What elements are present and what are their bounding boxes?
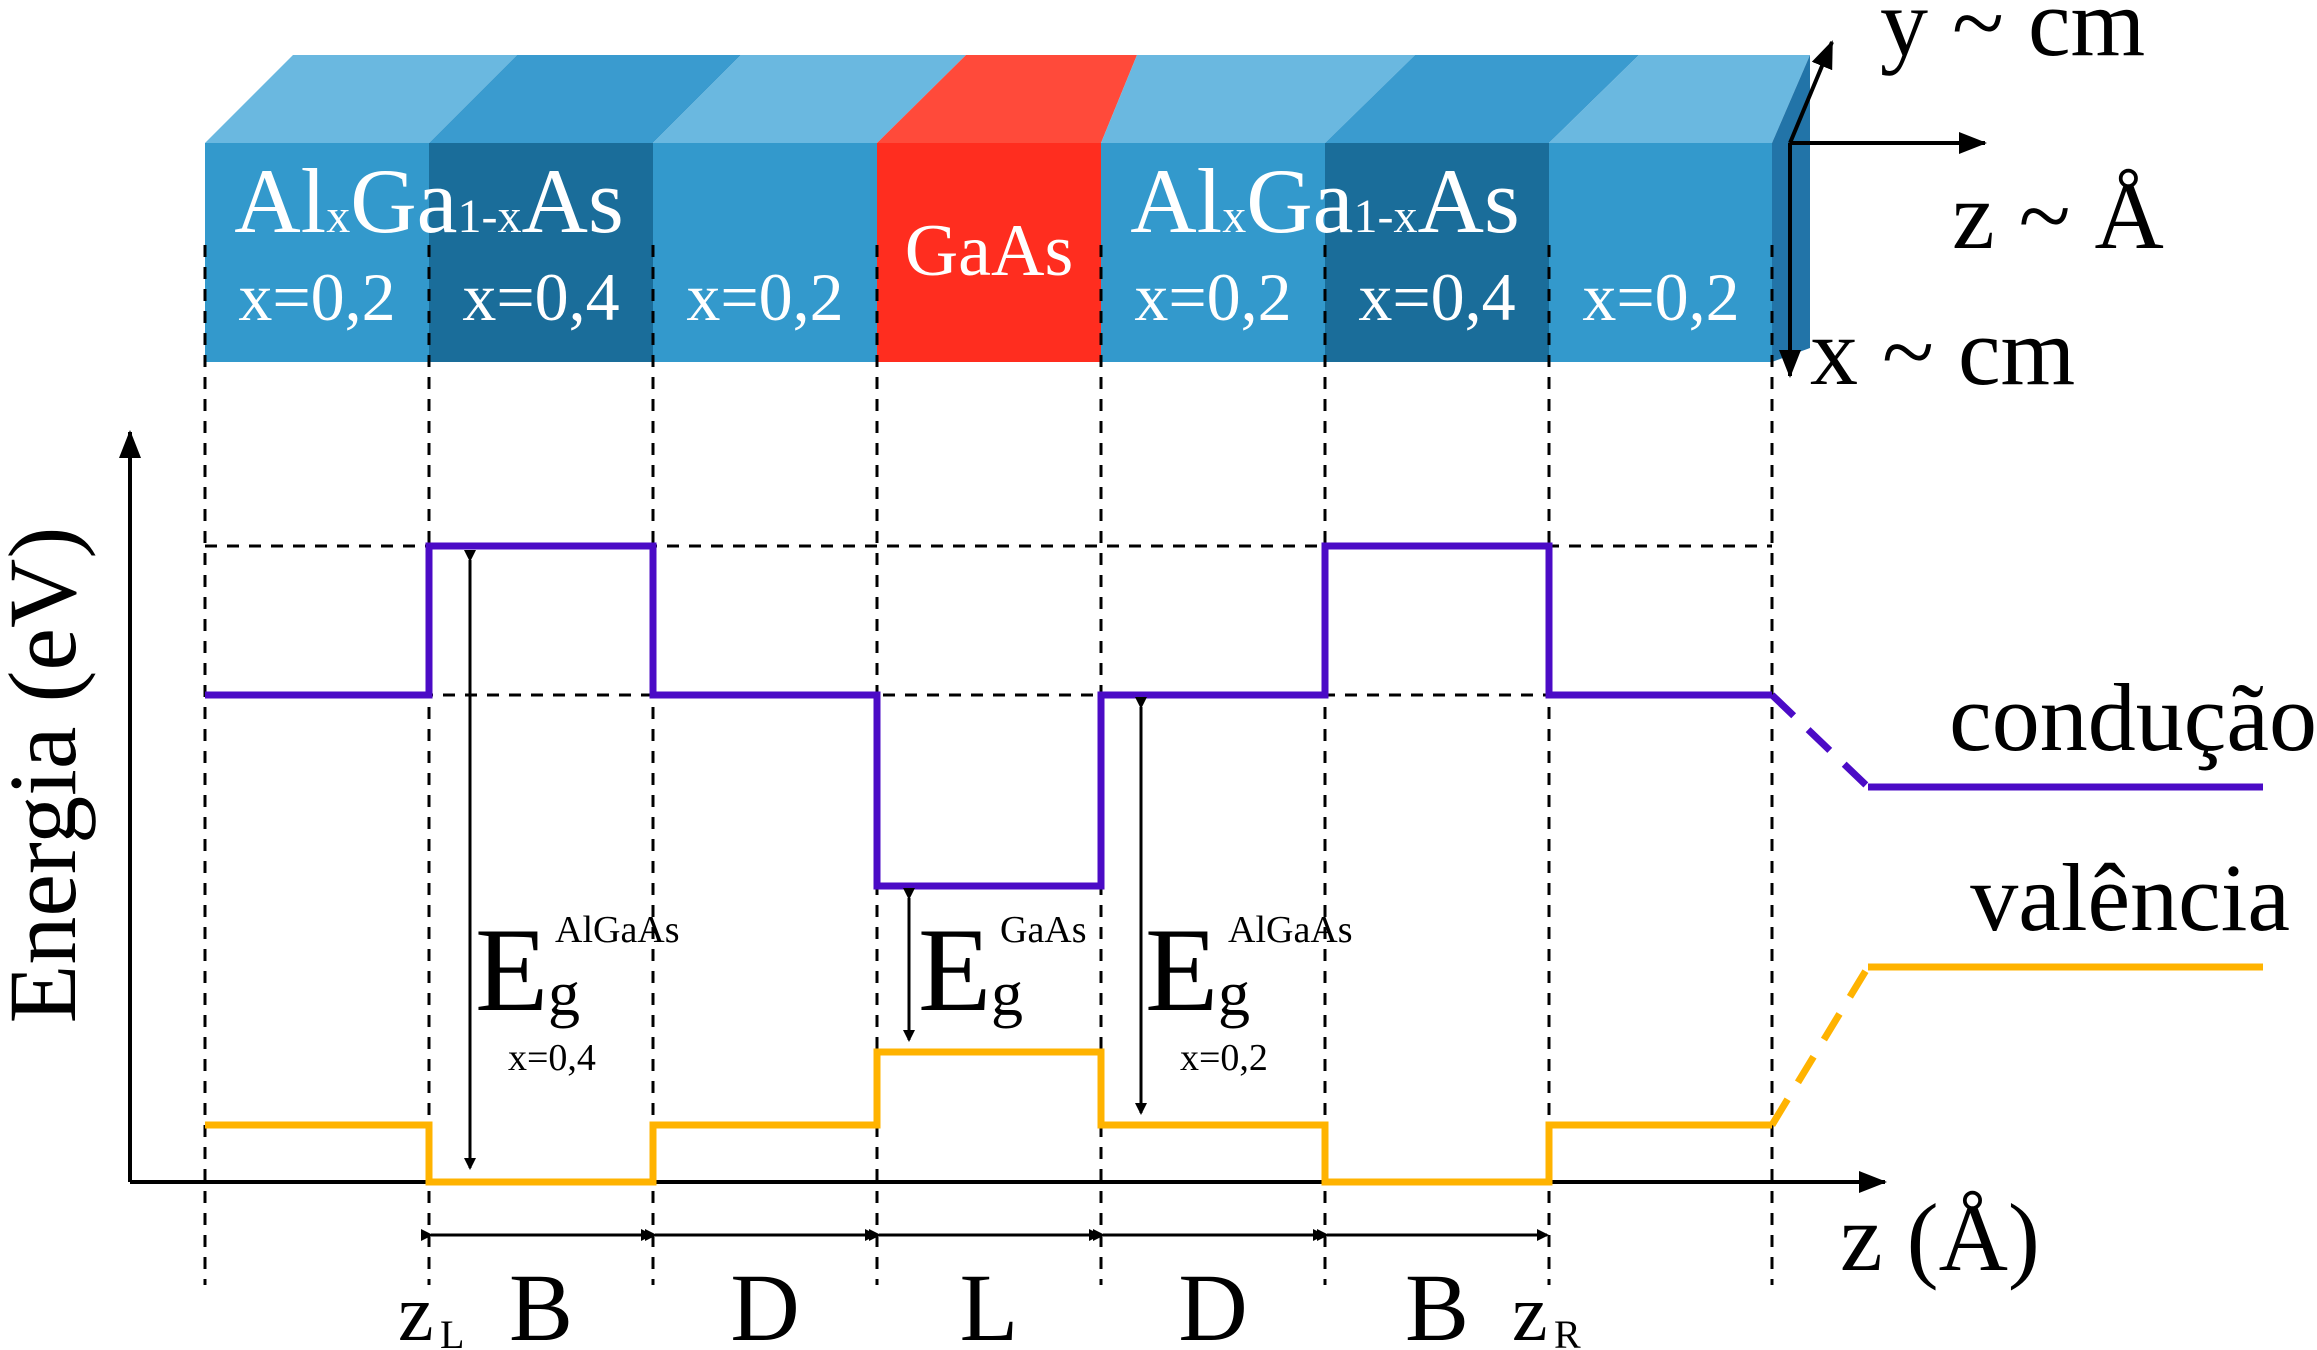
zR-label: z R	[1512, 1270, 1581, 1350]
comp-label-5: x=0,2	[1134, 259, 1291, 335]
zR-z: z	[1512, 1270, 1548, 1350]
slab-top-2	[429, 55, 741, 143]
region-label-L: L	[960, 1254, 1019, 1350]
interface-lines	[203, 245, 1774, 1285]
z-axis-plot-label: z (Å)	[1840, 1184, 2040, 1291]
slab-top-gaas	[877, 55, 1137, 143]
slab-top-7	[1549, 55, 1810, 143]
layer-6	[1325, 143, 1549, 362]
alloy-label-right: AlxGa1-xAs	[1130, 150, 1520, 252]
comp-label-3: x=0,2	[686, 259, 843, 335]
energy-plot-axes: Energia (eV) z (Å)	[0, 430, 2040, 1291]
gap-sub: x=0,2	[1180, 1037, 1268, 1079]
y-axis-label: y ~ cm	[1880, 0, 2145, 76]
layer-3	[653, 143, 877, 362]
gap-sup: AlGaAs	[555, 909, 680, 951]
layer-gaas	[877, 143, 1101, 362]
gap-g: g	[991, 958, 1023, 1029]
comp-label-2: x=0,4	[462, 259, 619, 335]
layer-1	[205, 143, 429, 362]
slab-top-1	[205, 55, 517, 143]
slab-top-5	[1101, 55, 1415, 143]
gap-sup: GaAs	[1000, 909, 1087, 951]
band-profiles: condução valência	[205, 542, 2317, 1186]
zL-sub: L	[440, 1312, 464, 1350]
gaas-label: GaAs	[905, 210, 1074, 292]
zL-label: z L	[398, 1270, 464, 1350]
region-label-B-left: B	[509, 1254, 573, 1350]
coordinate-axes: y ~ cm z ~ Å x ~ cm	[1779, 0, 2164, 405]
region-label-D-left: D	[730, 1254, 799, 1350]
gap-arrows	[464, 550, 1147, 1170]
alloy-label-left: AlxGa1-xAs	[234, 150, 624, 252]
gap-label-algaas-x02: E g AlGaAs x=0,2	[1145, 903, 1353, 1079]
x-axis-label: x ~ cm	[1810, 298, 2075, 405]
layer-5	[1101, 143, 1325, 362]
gap-E: E	[475, 903, 548, 1036]
semiconductor-slab: AlxGa1-xAs AlxGa1-xAs GaAs x=0,2 x=0,4 x…	[205, 55, 1810, 362]
comp-label-6: x=0,4	[1358, 259, 1515, 335]
region-label-B-right: B	[1405, 1254, 1469, 1350]
gap-g: g	[548, 958, 580, 1029]
energy-axis-label: Energia (eV)	[0, 527, 96, 1024]
slab-top-6	[1325, 55, 1639, 143]
layer-7	[1549, 143, 1772, 362]
gap-label-gaas: E g GaAs	[918, 903, 1087, 1036]
zR-sub: R	[1554, 1312, 1581, 1350]
conduction-label: condução	[1949, 664, 2317, 771]
gap-E: E	[1145, 903, 1218, 1036]
gap-E: E	[918, 903, 991, 1036]
region-label-D-right: D	[1178, 1254, 1247, 1350]
zL-z: z	[398, 1270, 434, 1350]
gap-g: g	[1218, 958, 1250, 1029]
z-axis-label: z ~ Å	[1952, 162, 2164, 269]
comp-label-1: x=0,2	[238, 259, 395, 335]
y-axis-arrow	[1788, 40, 1834, 144]
comp-label-7: x=0,2	[1582, 259, 1739, 335]
valence-band-continuation	[1769, 965, 1871, 1127]
slab-top-3	[653, 55, 966, 143]
valence-label: valência	[1970, 844, 2290, 951]
gap-label-algaas-x04: E g AlGaAs x=0,4	[475, 903, 680, 1079]
conduction-band-continuation	[1769, 692, 1871, 790]
gap-sub: x=0,4	[508, 1037, 596, 1079]
valence-band	[205, 1048, 1772, 1186]
conduction-band	[205, 542, 1772, 890]
gap-sup: AlGaAs	[1228, 909, 1353, 951]
layer-2	[429, 143, 653, 362]
